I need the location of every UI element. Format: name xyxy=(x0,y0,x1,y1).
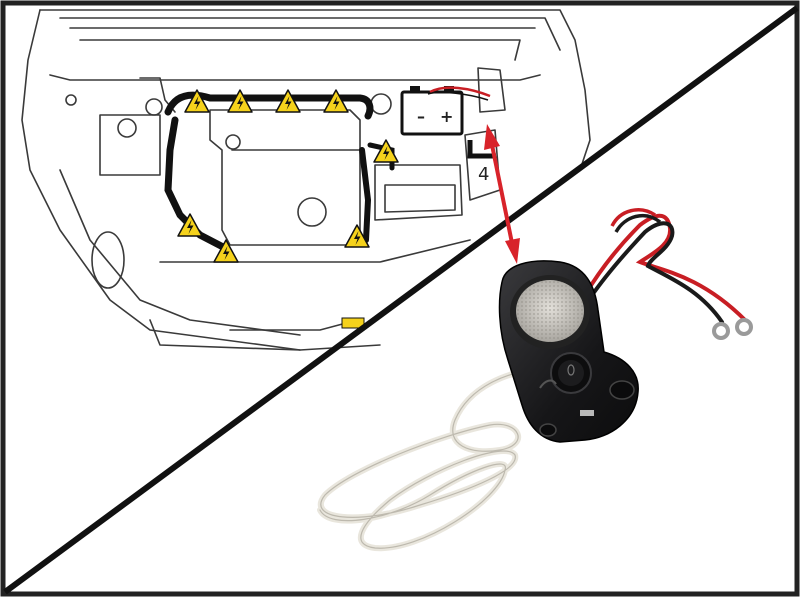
ring-terminal xyxy=(735,318,753,336)
battery-minus-label: – xyxy=(417,107,425,126)
power-wires xyxy=(583,208,753,340)
double-arrow-icon xyxy=(484,124,520,264)
engine-block xyxy=(209,109,361,246)
diagonal-divider xyxy=(3,5,799,595)
side-label: 4 xyxy=(478,164,489,185)
ring-terminal xyxy=(712,322,730,340)
alarm-device xyxy=(498,260,639,443)
battery-plus-label: + xyxy=(440,107,453,126)
brand-badge xyxy=(580,410,594,416)
battery-icon: – + xyxy=(400,86,491,136)
fog-light xyxy=(91,231,125,289)
body-outline-left xyxy=(21,9,381,351)
white-coiled-cable xyxy=(317,367,538,552)
